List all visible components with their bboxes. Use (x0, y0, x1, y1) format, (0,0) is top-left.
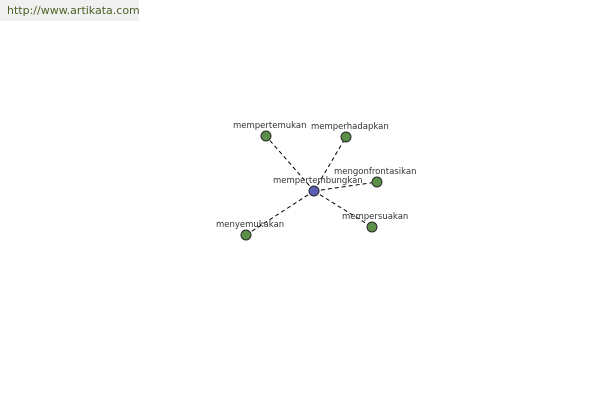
neighbor-mempertemukan-node[interactable] (260, 130, 272, 142)
neighbor-mempersuakan-label[interactable]: mempersuakan (342, 212, 408, 222)
source-url-banner[interactable]: http://www.artikata.com (0, 0, 140, 21)
edge-mempertemukan (265, 135, 315, 192)
graph-edges (245, 135, 378, 236)
neighbor-menyemukakan-node[interactable] (240, 229, 252, 241)
edge-mengonfrontasikan (313, 181, 378, 192)
neighbor-mengonfrontasikan-label[interactable]: mengonfrontasikan (334, 167, 416, 177)
neighbor-memperhadapkan-node[interactable] (340, 131, 352, 143)
neighbor-menyemukakan-label[interactable]: menyemukakan (216, 220, 284, 230)
neighbor-mempersuakan-node[interactable] (366, 221, 378, 233)
edge-mempersuakan (313, 190, 373, 228)
graph-labels: mempertemukan memperhadapkan mengonfrontas… (216, 121, 416, 230)
neighbor-memperhadapkan-label[interactable]: memperhadapkan (311, 122, 389, 132)
source-url-text: http://www.artikata.com (7, 4, 140, 17)
graph-nodes (240, 130, 383, 241)
neighbor-mempertemukan-label[interactable]: mempertemukan (233, 121, 307, 131)
center-mempertembungkan-node[interactable] (308, 185, 320, 197)
neighbor-mengonfrontasikan-node[interactable] (371, 176, 383, 188)
edge-memperhadapkan (313, 136, 347, 192)
center-mempertembungkan-label[interactable]: mempertembungkan (273, 176, 363, 186)
